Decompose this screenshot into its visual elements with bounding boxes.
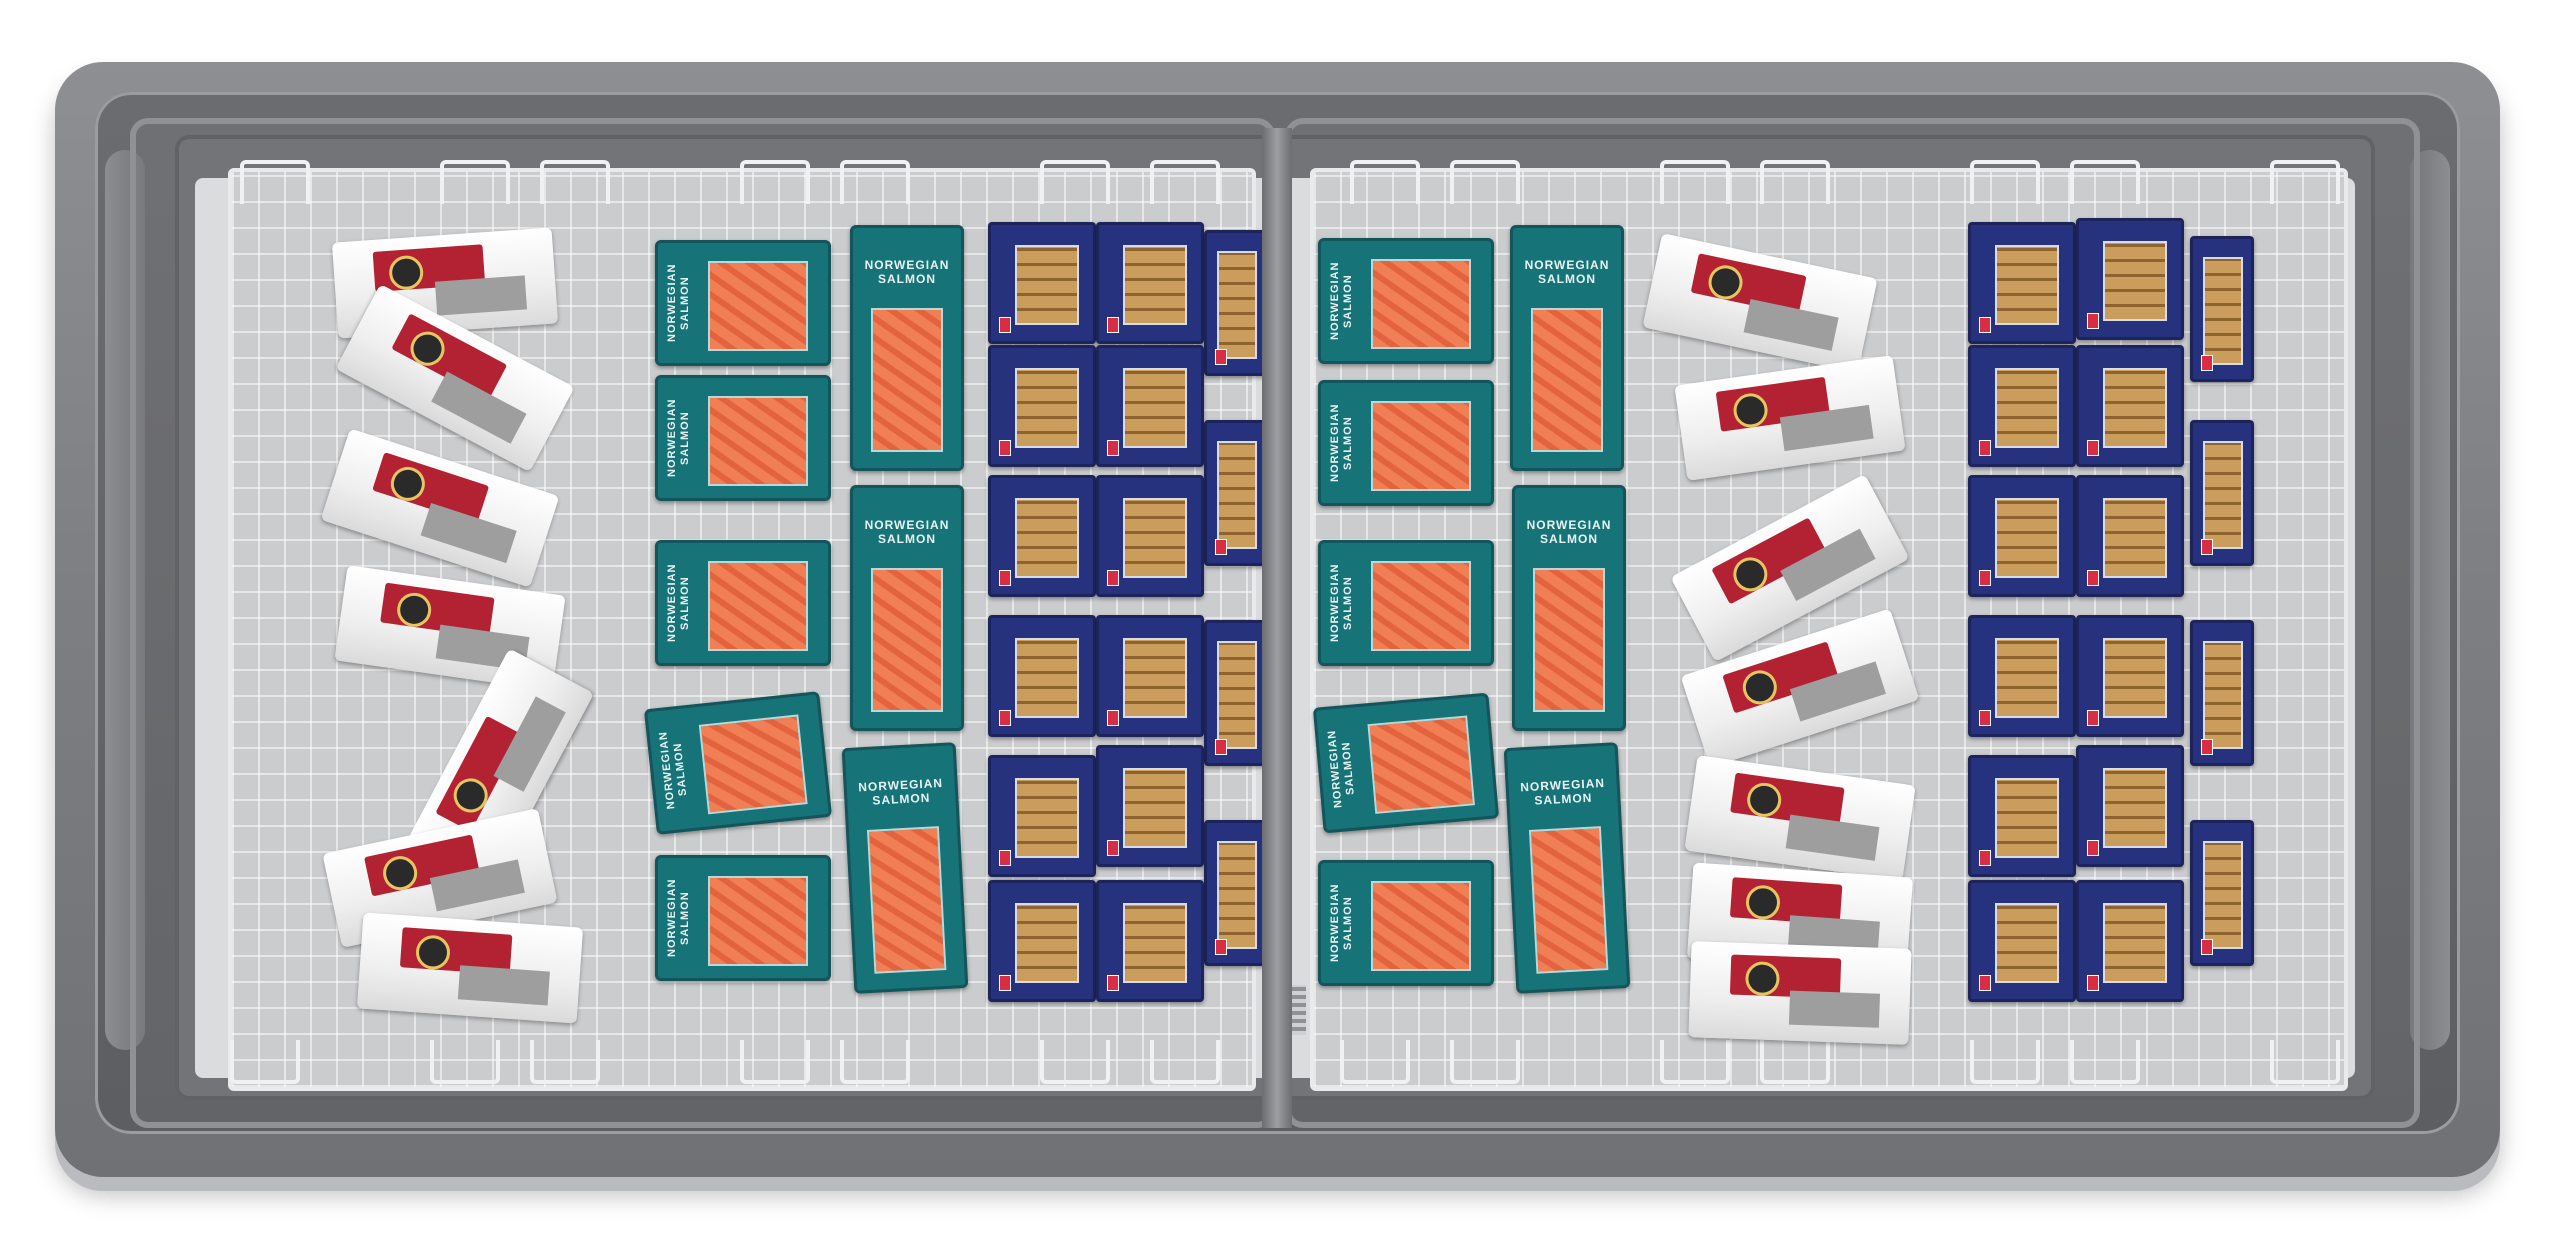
salmon-pack: NORWEGIAN SALMON	[1318, 380, 1494, 506]
fish-fingers-box	[1096, 745, 1204, 867]
basket-hook	[1450, 1040, 1520, 1084]
fish-fingers-box	[988, 222, 1096, 344]
salmon-label: NORWEGIAN SALMON	[1526, 518, 1612, 547]
basket-hook	[1450, 160, 1520, 204]
salmon-pack: NORWEGIAN SALMON	[1318, 238, 1494, 364]
fish-fingers-box	[2190, 620, 2254, 766]
fish-fingers-box	[2076, 615, 2184, 737]
salmon-pack: NORWEGIAN SALMON	[1510, 225, 1624, 471]
sliding-lid-left[interactable]	[130, 118, 1275, 1128]
salmon-pack: NORWEGIAN SALMON	[655, 540, 831, 666]
lid-divider	[1262, 128, 1292, 1128]
basket-hook	[840, 1040, 910, 1084]
salmon-pack: NORWEGIAN SALMON	[850, 225, 964, 471]
fish-fingers-box	[1968, 345, 2076, 467]
basket-hook	[1970, 1040, 2040, 1084]
basket-hook	[530, 1040, 600, 1084]
fish-fingers-box	[1968, 880, 2076, 1002]
basket-hook	[740, 1040, 810, 1084]
basket-hook	[2070, 160, 2140, 204]
fish-fingers-box	[988, 345, 1096, 467]
salmon-label: NORWEGIAN SALMON	[1524, 258, 1610, 287]
basket-hook	[1040, 1040, 1110, 1084]
fish-fingers-box	[1096, 615, 1204, 737]
basket-hook	[440, 160, 510, 204]
salmon-pack: NORWEGIAN SALMON	[1512, 485, 1626, 731]
sliding-lid-right[interactable]	[1285, 118, 2420, 1128]
fish-fingers-box	[1204, 820, 1268, 966]
fish-fingers-box	[2190, 420, 2254, 566]
basket-hook	[230, 1040, 300, 1084]
fish-fingers-box	[1096, 880, 1204, 1002]
fish-fingers-box	[2190, 820, 2254, 966]
basket-hook	[1150, 1040, 1220, 1084]
basket-hook	[1040, 160, 1110, 204]
fish-fingers-box	[1968, 615, 2076, 737]
fish-fingers-box	[1968, 755, 2076, 877]
basket-hook	[2270, 1040, 2340, 1084]
freezer-side-panel-left	[105, 150, 145, 1050]
fish-fingers-box	[1204, 420, 1268, 566]
basket-hook	[1660, 160, 1730, 204]
fish-fingers-box	[1204, 620, 1268, 766]
salmon-label: NORWEGIAN SALMON	[864, 258, 950, 287]
fish-fingers-box	[2076, 345, 2184, 467]
basket-hook	[2270, 160, 2340, 204]
salmon-pack: NORWEGIAN SALMON	[655, 855, 831, 981]
salmon-pack: NORWEGIAN SALMON	[655, 375, 831, 501]
basket-hook	[240, 160, 310, 204]
fish-fingers-box	[2076, 745, 2184, 867]
fish-fingers-box	[988, 615, 1096, 737]
salmon-pack: NORWEGIAN SALMON	[1318, 860, 1494, 986]
basket-hook	[1340, 1040, 1410, 1084]
basket-hook	[740, 160, 810, 204]
basket-hook	[1150, 160, 1220, 204]
fish-fingers-box	[2076, 218, 2184, 340]
fish-fingers-box	[1096, 475, 1204, 597]
salmon-pack: NORWEGIAN SALMON	[850, 485, 964, 731]
basket-hook	[840, 160, 910, 204]
lid-handle[interactable]	[1292, 985, 1306, 1035]
salmon-pack: NORWEGIAN SALMON	[1318, 540, 1494, 666]
fish-fingers-box	[988, 475, 1096, 597]
basket-hook	[2070, 1040, 2140, 1084]
basket-hook	[1660, 1040, 1730, 1084]
fish-fingers-box	[2190, 236, 2254, 382]
fish-fingers-box	[2076, 475, 2184, 597]
salmon-pack: NORWEGIAN SALMON	[655, 240, 831, 366]
basket-hook	[1760, 1040, 1830, 1084]
basket-hook	[540, 160, 610, 204]
fish-fingers-box	[1096, 222, 1204, 344]
salmon-label: NORWEGIAN SALMON	[864, 518, 950, 547]
fish-fingers-box	[2076, 880, 2184, 1002]
basket-hook	[1350, 160, 1420, 204]
fish-fingers-box	[1096, 345, 1204, 467]
fish-fingers-box	[1968, 222, 2076, 344]
fish-fingers-box	[1968, 475, 2076, 597]
basket-hook	[430, 1040, 500, 1084]
basket-hook	[1760, 160, 1830, 204]
fish-fingers-box	[988, 755, 1096, 877]
basket-hook	[1970, 160, 2040, 204]
fish-fingers-box	[988, 880, 1096, 1002]
